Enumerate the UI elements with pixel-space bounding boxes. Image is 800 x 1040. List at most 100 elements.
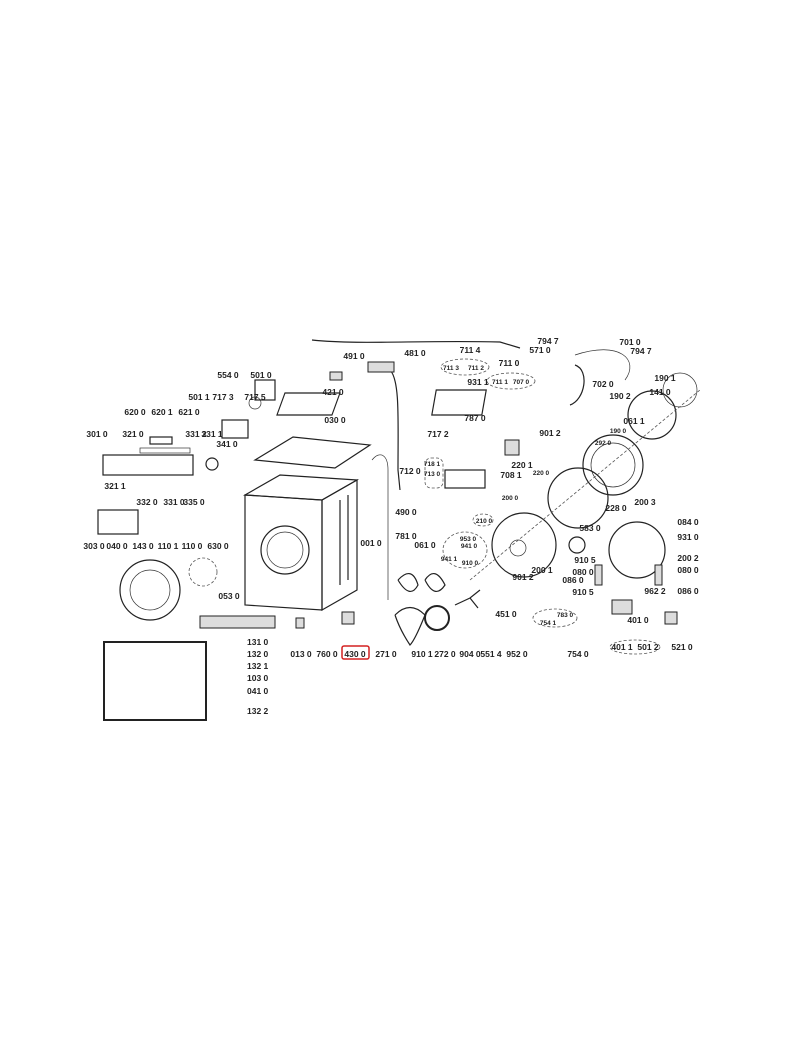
part-label: 053 0 — [218, 591, 240, 601]
door-ring — [119, 559, 181, 621]
part-label: 711 3 — [443, 365, 459, 372]
part-label: 794 7 — [537, 336, 559, 346]
part-label: 718 1 — [424, 461, 441, 468]
part-label: 760 0 — [316, 649, 338, 659]
part-label: 190 0 — [610, 428, 627, 435]
inlet-hose — [574, 349, 631, 381]
part-label: 620 1 — [151, 407, 173, 417]
part-label: 451 0 — [495, 609, 517, 619]
part-label: 301 0 — [86, 429, 108, 439]
part-label: 303 0 — [83, 541, 105, 551]
hinge-group — [188, 557, 218, 587]
part-label: 200 1 — [531, 565, 553, 575]
part-label: 421 0 — [322, 387, 344, 397]
harness-drop — [389, 369, 401, 491]
part-label: 754 0 — [567, 649, 589, 659]
part-label: 701 0 — [619, 337, 641, 347]
part-label: 713 0 — [424, 471, 441, 478]
part-label: 754 1 — [540, 620, 557, 627]
part-label: 910 1 — [411, 649, 433, 659]
detergent-tray — [276, 392, 341, 416]
part-label: 080 0 — [677, 565, 699, 575]
part-label: 141 0 — [649, 387, 671, 397]
part-label: 554 0 — [217, 370, 239, 380]
part-label: 332 0 — [136, 497, 158, 507]
bellow — [627, 390, 677, 440]
tub-hub — [509, 539, 527, 557]
part-label: 620 0 — [124, 407, 146, 417]
part-label: 331 0 — [163, 497, 185, 507]
rear-tub — [491, 512, 557, 578]
front-tub-inner — [590, 442, 636, 488]
part-label: 335 0 — [183, 497, 205, 507]
part-label: 040 0 — [106, 541, 128, 551]
module-box — [221, 419, 249, 439]
part-label: 621 0 — [178, 407, 200, 417]
dispenser-box — [431, 389, 487, 416]
group-501-2 — [609, 639, 661, 655]
part-label: 061 1 — [623, 416, 645, 426]
part-label: 901 2 — [539, 428, 561, 438]
door-glass — [129, 569, 171, 611]
drum-back — [547, 467, 609, 529]
fill-hose — [371, 454, 389, 600]
panel-module — [149, 436, 173, 445]
outer-tub — [608, 521, 666, 579]
part-label: 717 3 — [212, 392, 234, 402]
part-label: 080 0 — [572, 567, 594, 577]
part-label: 707 0 — [513, 379, 530, 386]
part-label: 030 0 — [324, 415, 346, 425]
part-label: 711 1 — [492, 379, 508, 386]
part-label: 781 0 — [395, 531, 417, 541]
front-tub-seal — [582, 434, 644, 496]
drain-pipe — [569, 364, 585, 406]
part-label: 086 0 — [562, 575, 584, 585]
part-label: 084 0 — [677, 517, 699, 527]
ring — [248, 396, 262, 410]
part-label: 953 0 — [460, 536, 477, 543]
part-label: 910 5 — [572, 587, 594, 597]
group-210 — [472, 513, 494, 527]
part-label: 200 3 — [634, 497, 656, 507]
part-label: 321 1 — [104, 481, 126, 491]
part-label: 132 1 — [247, 661, 269, 671]
part-label: 941 0 — [461, 543, 478, 550]
part-label: 401 0 — [627, 615, 649, 625]
part-label: 711 0 — [499, 358, 520, 368]
group-718 — [424, 457, 444, 489]
part-label: 904 0 — [459, 649, 481, 659]
part-label: 787 0 — [464, 413, 486, 423]
plinth — [199, 615, 276, 629]
cabinet-top — [242, 474, 360, 501]
part-label: 783 0 — [557, 612, 574, 619]
shock-absorber — [654, 564, 663, 586]
group-711-4 — [440, 358, 490, 376]
switch — [664, 611, 678, 625]
pump-filter — [568, 536, 586, 554]
part-label: 220 0 — [533, 470, 550, 477]
wiring-harness — [311, 339, 521, 349]
part-label: 501 2 — [637, 642, 659, 652]
part-label: 041 0 — [247, 686, 269, 696]
part-label: 931 0 — [677, 532, 699, 542]
dispenser-drawer — [97, 509, 139, 535]
part-label: 210 0 — [476, 518, 493, 525]
shock-absorber — [594, 564, 603, 586]
group-953 — [442, 531, 488, 569]
group-711-0 — [486, 372, 536, 390]
part-label: 941 1 — [441, 556, 458, 563]
part-label: 331 2 — [185, 429, 207, 439]
part-label: 490 0 — [395, 507, 417, 517]
part-label: 143 0 — [132, 541, 154, 551]
drain-pump — [341, 611, 355, 625]
part-label: 521 0 — [671, 642, 693, 652]
part-label: 702 0 — [592, 379, 614, 389]
weight — [424, 573, 446, 592]
cabinet-door-hole — [260, 525, 310, 575]
drive-belt — [394, 606, 426, 646]
connector-block — [367, 361, 395, 373]
drawer-insert — [444, 469, 486, 489]
part-label: 717 5 — [244, 392, 266, 402]
